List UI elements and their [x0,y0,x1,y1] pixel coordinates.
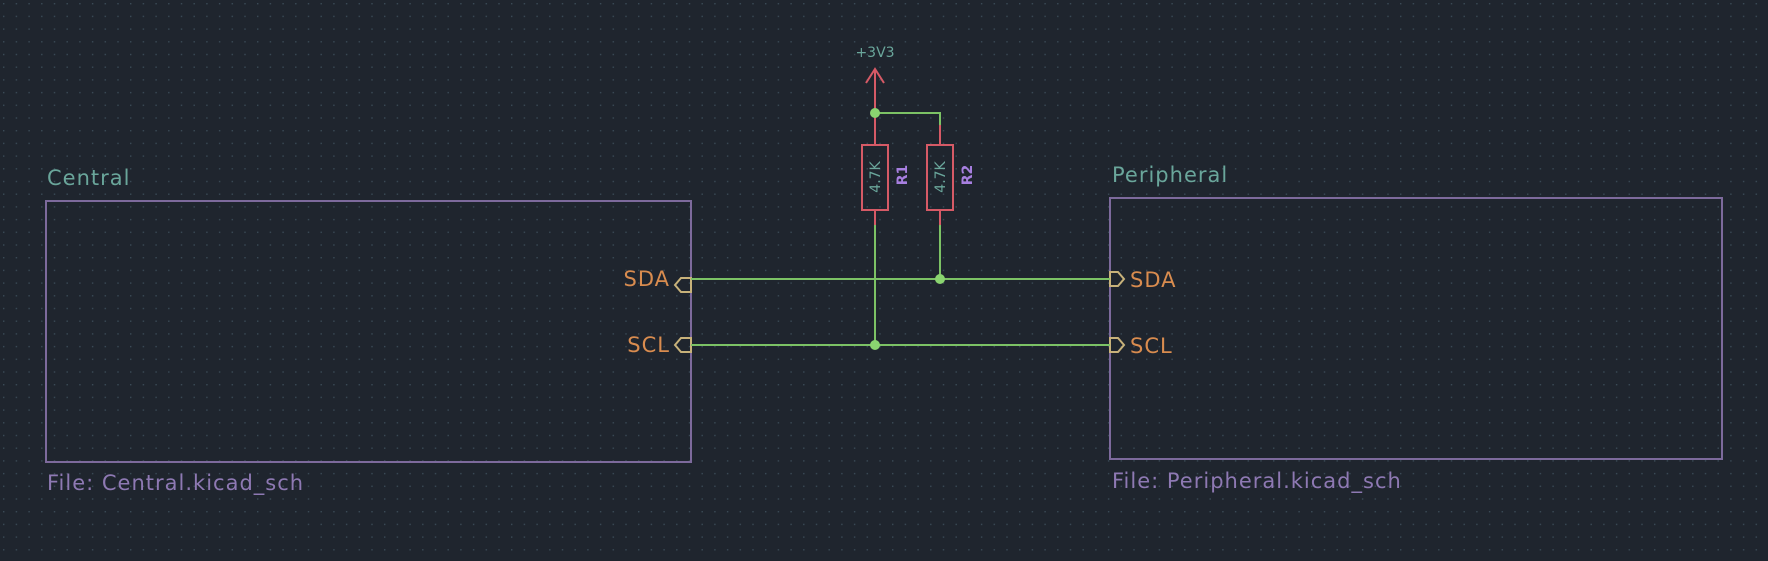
sheet-peripheral-name: Peripheral [1112,163,1228,187]
sheet-central-file: File: Central.kicad_sch [47,471,304,496]
junction-sda[interactable] [935,274,945,284]
sheet-central-border [45,200,692,463]
r1-value: 4.7K [868,160,884,192]
central-pin-scl-label: SCL [627,333,670,357]
junction-scl[interactable] [870,340,880,350]
central-pin-sda-port[interactable] [673,277,692,293]
junctions [870,108,945,350]
sheet-peripheral-border [1109,197,1723,460]
central-pin-sda-label: SDA [624,267,671,291]
resistor-r1[interactable]: 4.7K R1 [861,113,911,225]
sheet-central[interactable]: Central File: Central.kicad_sch SDA SCL [45,166,692,496]
wire-power-to-r2[interactable] [875,112,941,125]
r2-reference: R2 [960,165,976,186]
peripheral-pin-scl-label: SCL [1130,334,1173,358]
r1-reference: R1 [895,165,911,186]
peripheral-pin-scl-port[interactable] [1109,337,1126,353]
power-symbol-3v3[interactable]: +3V3 [855,45,895,113]
sheet-peripheral[interactable]: Peripheral File: Peripheral.kicad_sch SD… [1109,163,1723,494]
peripheral-pin-sda-label: SDA [1130,268,1177,292]
power-label: +3V3 [855,45,894,61]
sheet-peripheral-file: File: Peripheral.kicad_sch [1112,469,1402,494]
peripheral-pin-sda-port[interactable] [1109,271,1126,287]
wires [691,112,1110,346]
central-pin-scl-port[interactable] [673,337,692,353]
junction-power[interactable] [870,108,880,118]
resistor-r2[interactable]: 4.7K R2 [926,125,976,225]
r2-value: 4.7K [933,160,949,192]
sheet-central-name: Central [47,166,130,190]
